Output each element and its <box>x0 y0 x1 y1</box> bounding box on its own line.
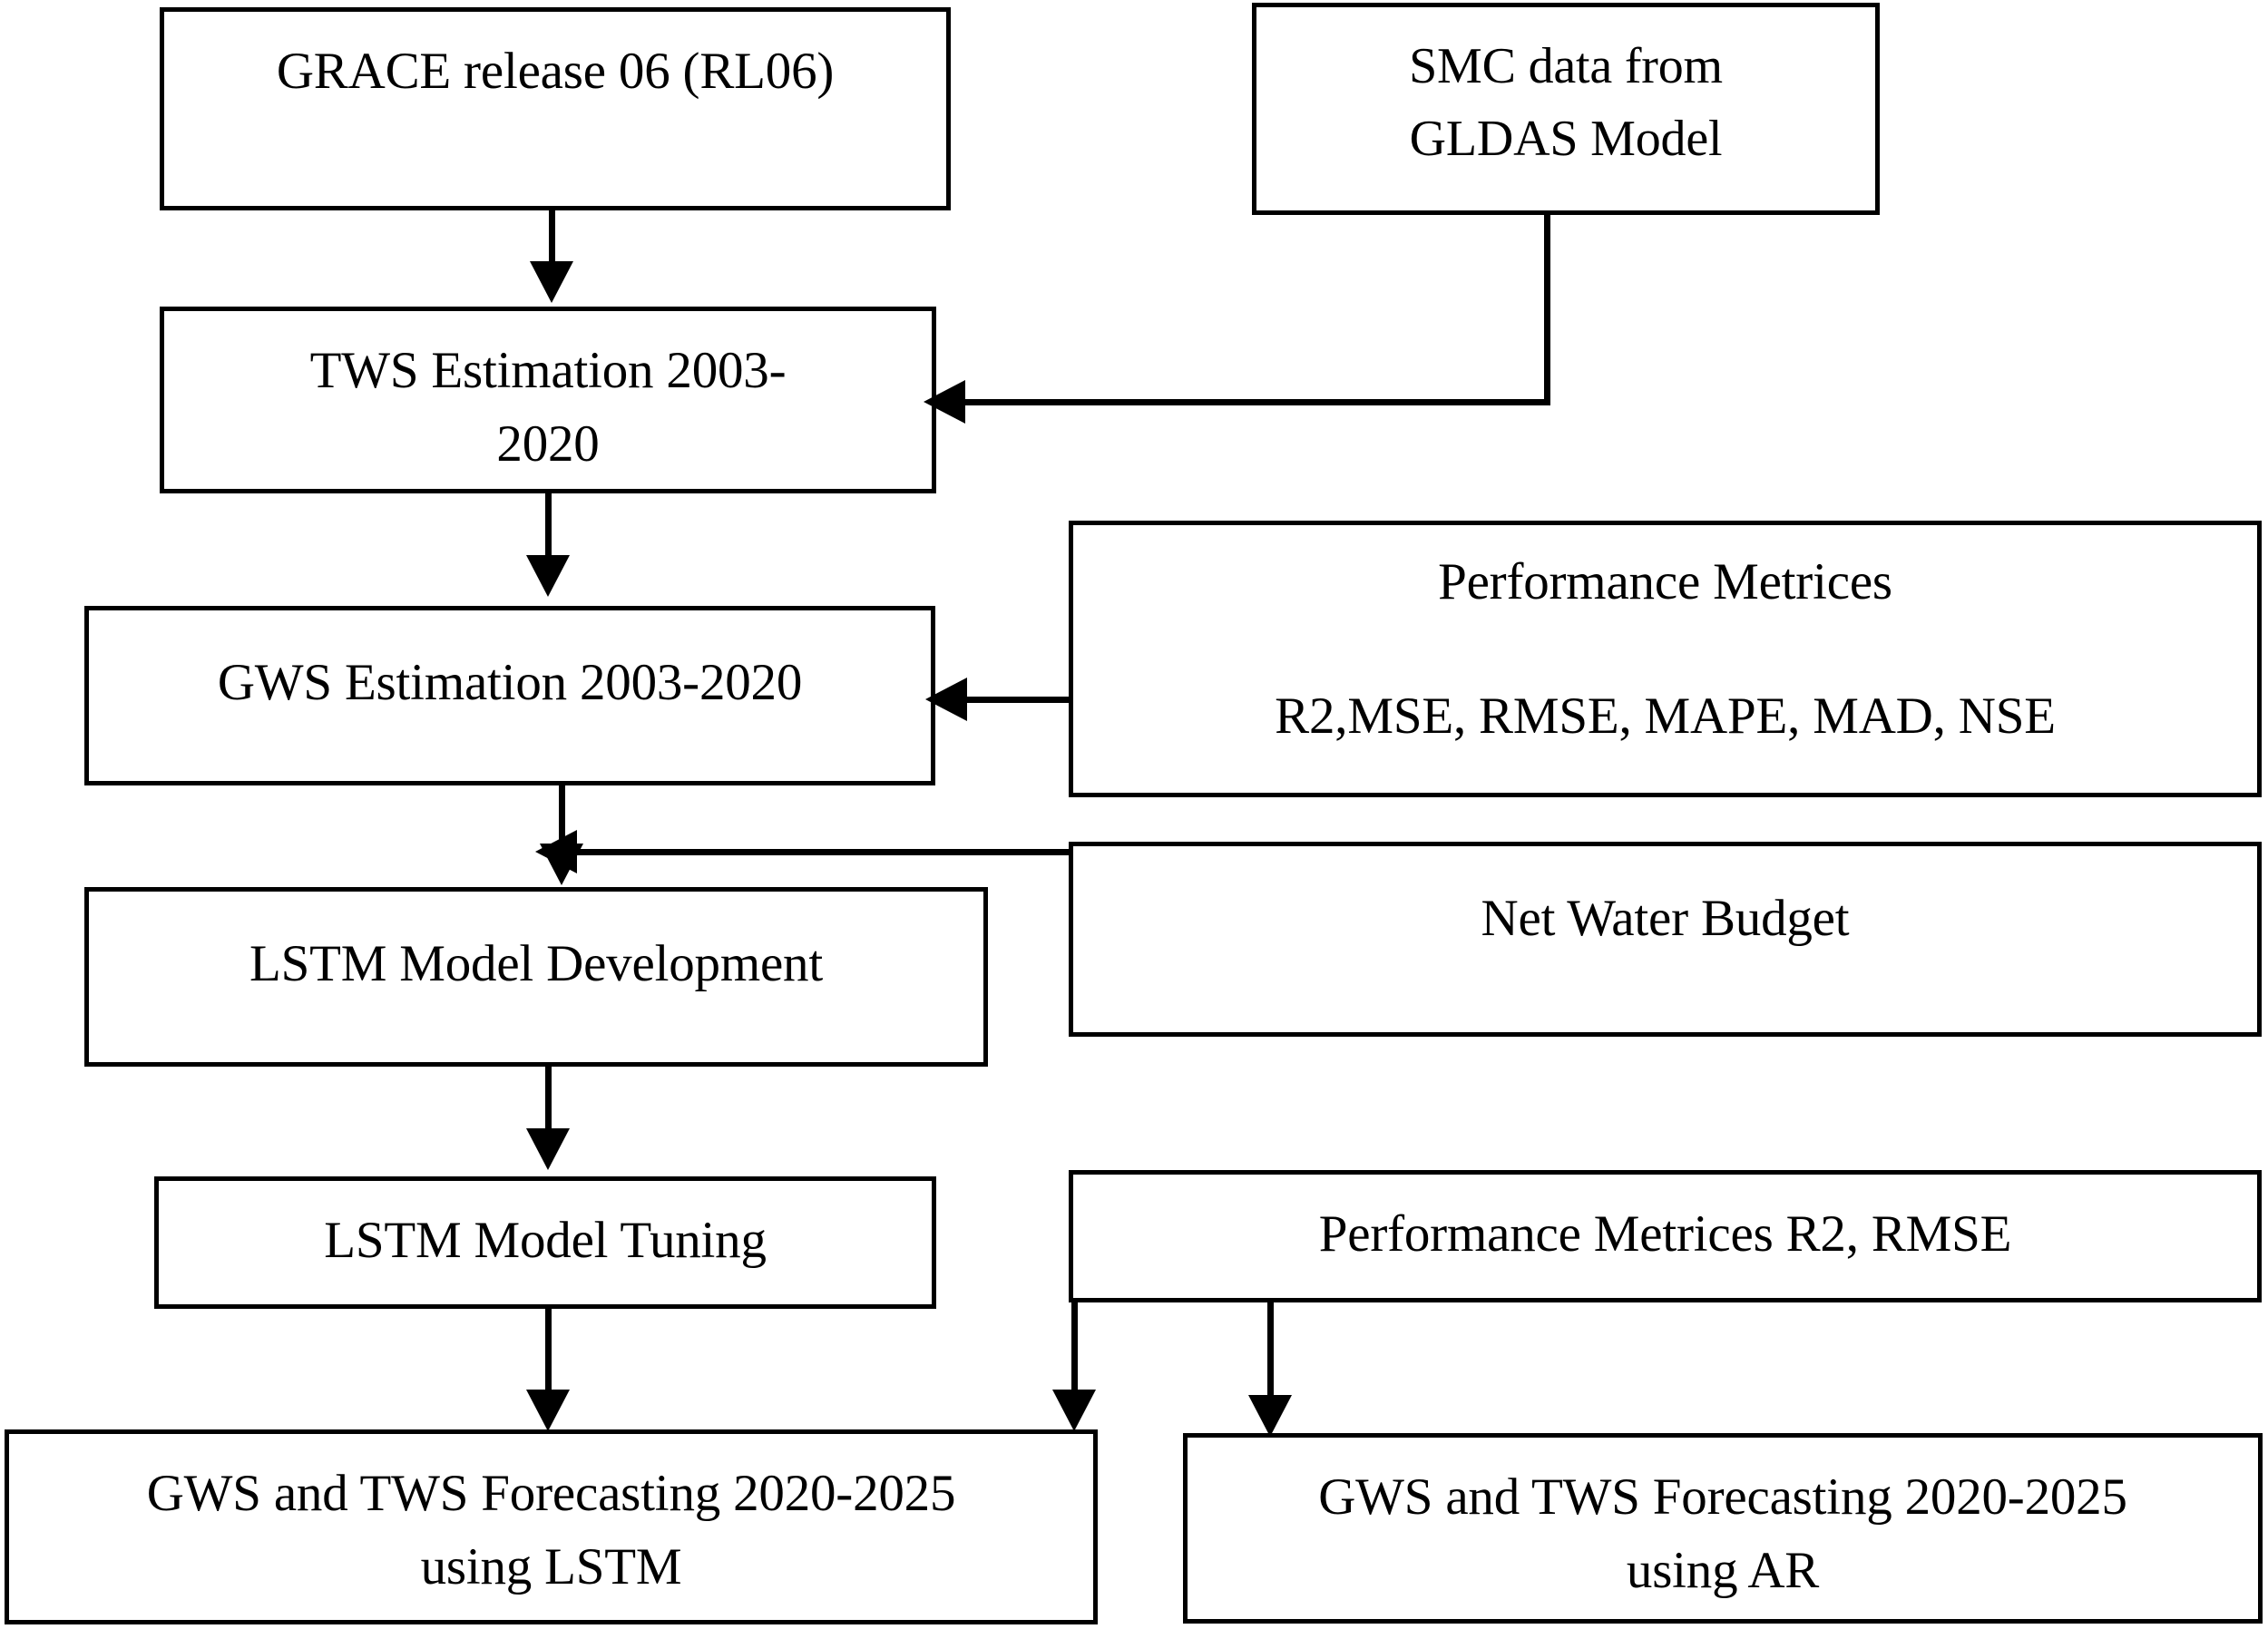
edge-grace-to-tws-line <box>549 210 555 268</box>
edge-metrices-short-to-forecast-lstm-line <box>1071 1302 1078 1395</box>
node-performance-metrices-short-label: Performance Metrices R2, RMSE <box>1318 1205 2012 1263</box>
edge-budget-to-lstm-dev-line <box>562 849 1072 855</box>
node-forecast-lstm-label: GWS and TWS Forecasting 2020-2025 using … <box>146 1465 956 1595</box>
node-smc-gldas[interactable]: SMC data from GLDAS Model <box>1252 3 1880 215</box>
node-grace-release-label: GRACE release 06 (RL06) <box>276 43 835 100</box>
edge-tuning-to-forecast-lstm-arrowhead <box>526 1390 570 1431</box>
edge-metrices-short-to-forecast-lstm-arrowhead <box>1052 1390 1096 1431</box>
node-tws-estimation-label: TWS Estimation 2003- 2020 <box>309 342 787 473</box>
node-performance-metrices-full-label: Performance Metrices R2,MSE, RMSE, MAPE,… <box>1275 553 2056 746</box>
node-lstm-tuning-label: LSTM Model Tuning <box>324 1212 767 1269</box>
node-lstm-tuning[interactable]: LSTM Model Tuning <box>154 1176 936 1309</box>
edge-smc-to-tws-horizontal <box>962 399 1550 405</box>
node-gws-estimation[interactable]: GWS Estimation 2003-2020 <box>84 606 935 785</box>
edge-gws-to-lstm-dev-line <box>559 785 565 856</box>
node-forecast-ar[interactable]: GWS and TWS Forecasting 2020-2025 using … <box>1183 1433 2263 1624</box>
node-performance-metrices-full[interactable]: Performance Metrices R2,MSE, RMSE, MAPE,… <box>1069 521 2262 797</box>
edge-grace-to-tws-arrowhead <box>530 261 573 303</box>
node-smc-gldas-label: SMC data from GLDAS Model <box>1409 38 1723 167</box>
edge-metrices-to-gws-arrowhead <box>925 678 967 721</box>
node-lstm-development-label: LSTM Model Development <box>249 935 823 992</box>
edge-lstm-dev-to-tuning-line <box>545 1067 552 1132</box>
edge-metrices-short-to-forecast-ar-line <box>1267 1302 1274 1400</box>
edge-metrices-to-gws-line <box>963 697 1072 703</box>
edge-tws-to-gws-line <box>545 493 552 559</box>
node-grace-release[interactable]: GRACE release 06 (RL06) <box>160 7 951 210</box>
node-forecast-lstm[interactable]: GWS and TWS Forecasting 2020-2025 using … <box>5 1429 1098 1624</box>
edge-tws-to-gws-arrowhead <box>526 555 570 597</box>
edge-smc-to-tws-vertical <box>1544 215 1550 403</box>
node-lstm-development[interactable]: LSTM Model Development <box>84 887 988 1067</box>
node-performance-metrices-short[interactable]: Performance Metrices R2, RMSE <box>1069 1170 2262 1302</box>
node-tws-estimation[interactable]: TWS Estimation 2003- 2020 <box>160 307 936 493</box>
edge-tuning-to-forecast-lstm-line <box>545 1309 552 1396</box>
edge-smc-to-tws-arrowhead <box>924 380 965 424</box>
edge-metrices-short-to-forecast-ar-arrowhead <box>1248 1395 1292 1437</box>
node-net-water-budget-label: Net Water Budget <box>1481 890 1850 947</box>
node-gws-estimation-label: GWS Estimation 2003-2020 <box>217 654 803 711</box>
node-net-water-budget[interactable]: Net Water Budget <box>1069 842 2262 1037</box>
node-forecast-ar-label: GWS and TWS Forecasting 2020-2025 using … <box>1318 1468 2127 1599</box>
edge-budget-to-lstm-dev-arrowhead <box>535 830 577 873</box>
edge-lstm-dev-to-tuning-arrowhead <box>526 1128 570 1170</box>
